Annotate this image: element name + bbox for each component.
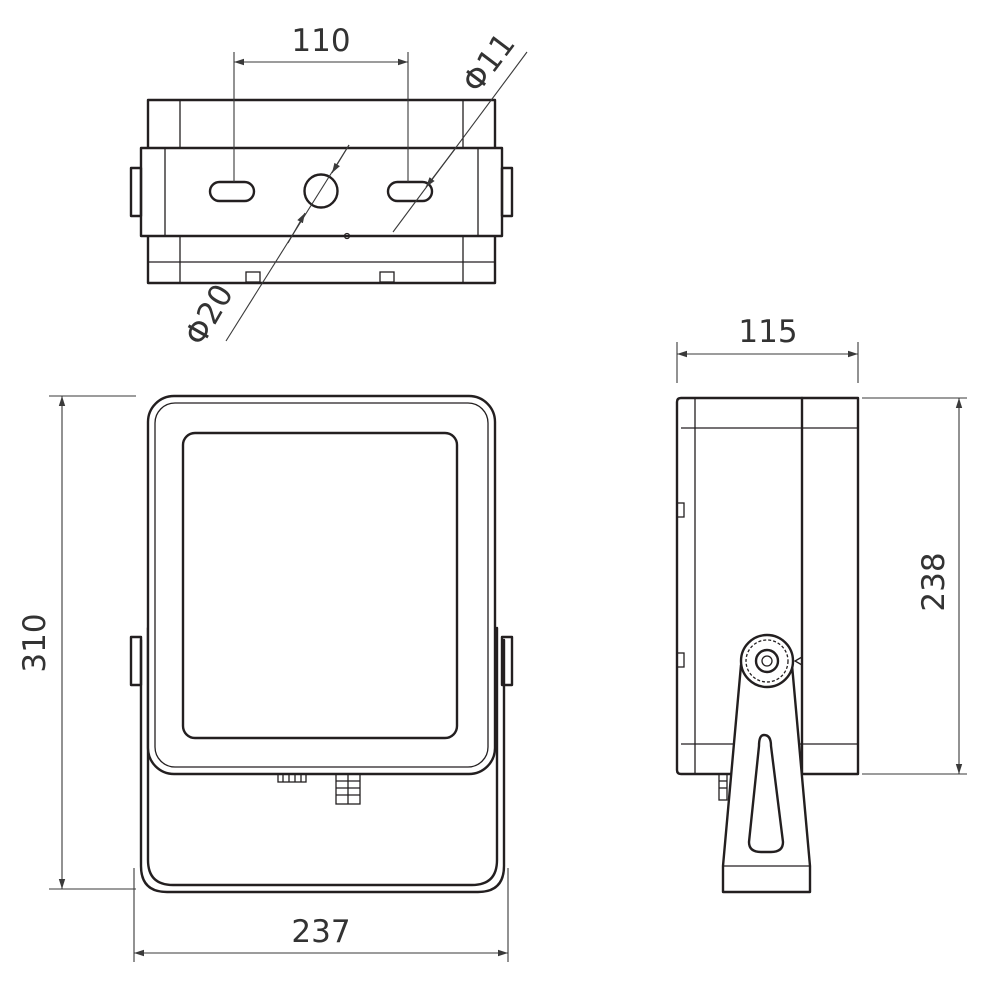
front-view-lens — [181, 431, 459, 740]
front-view-knob-left — [129, 635, 143, 687]
dim-label-310: 310 — [17, 613, 53, 672]
dim-leader-phi11 — [392, 51, 528, 233]
top-view-knob-right — [500, 166, 514, 218]
dim-label-238: 238 — [916, 552, 952, 611]
side-view-bracket-arm — [721, 663, 812, 894]
dim-label-115: 115 — [738, 314, 797, 350]
top-view-tab — [245, 271, 261, 283]
dim-label-110: 110 — [291, 23, 350, 59]
top-view-bracket — [139, 146, 504, 238]
front-view-cable-gland — [277, 773, 307, 783]
front-view-connector — [335, 773, 361, 805]
front-view-bracket-outer — [146, 626, 499, 887]
top-view-slot-right — [386, 180, 434, 203]
top-view-knob-left — [129, 166, 143, 218]
dim-leader-phi20 — [225, 144, 350, 342]
dim-label-phi20: Φ20 — [178, 278, 241, 351]
dim-label-237: 237 — [291, 914, 350, 950]
top-view: 110 Φ11 Φ20 — [129, 23, 528, 352]
top-view-tab — [379, 271, 395, 283]
side-view-arm-slot — [747, 733, 785, 854]
front-view-knob-right — [500, 635, 514, 687]
top-view-slot-left — [208, 180, 256, 203]
front-view-bracket-outline — [139, 638, 506, 894]
dim-label-phi11: Φ11 — [455, 27, 522, 100]
side-view: 115 238 — [675, 314, 967, 894]
side-view-pivot-knob — [739, 633, 795, 689]
side-view-body — [675, 396, 860, 776]
front-view-housing — [146, 394, 497, 776]
front-view-frame — [154, 402, 489, 768]
front-view: 310 237 — [17, 394, 514, 962]
top-view-center-hole — [303, 173, 339, 209]
